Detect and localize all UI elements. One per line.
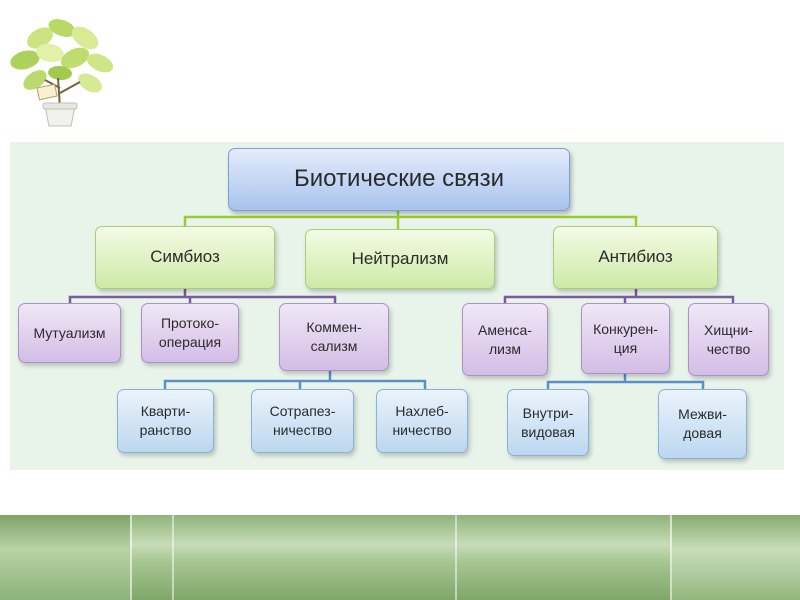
node-competition: Конкурен- ция [581, 303, 670, 374]
connector-root-level1 [183, 211, 638, 229]
plant-pot-icon [10, 19, 114, 127]
connector-commensalism-children [163, 371, 427, 389]
node-amensalism: Аменса- лизм [462, 303, 548, 376]
connector-symbiosis-children [68, 289, 337, 303]
node-mutualism: Мутуализм [18, 303, 121, 363]
node-interspecific: Межви- довая [658, 389, 747, 459]
node-neutralism: Нейтрализм [305, 229, 495, 289]
node-predation: Хищни- чество [688, 303, 769, 376]
node-quartering: Кварти- ранство [117, 389, 214, 453]
node-antibiosis: Антибиоз [553, 226, 718, 289]
footer-decor [0, 515, 800, 600]
connector-antibiosis-children [503, 289, 735, 303]
node-symbiosis: Симбиоз [95, 226, 275, 289]
node-freeloading: Нахлеб- ничество [376, 389, 468, 453]
node-intraspecific: Внутри- видовая [507, 389, 589, 456]
node-commensalism: Коммен- сализм [279, 303, 389, 371]
node-biotic-relations: Биотические связи [228, 148, 570, 211]
node-protocooperation: Протоко- операция [141, 303, 239, 363]
node-tablesharing: Сотрапез- ничество [251, 389, 354, 453]
connector-competition-children [546, 374, 705, 389]
